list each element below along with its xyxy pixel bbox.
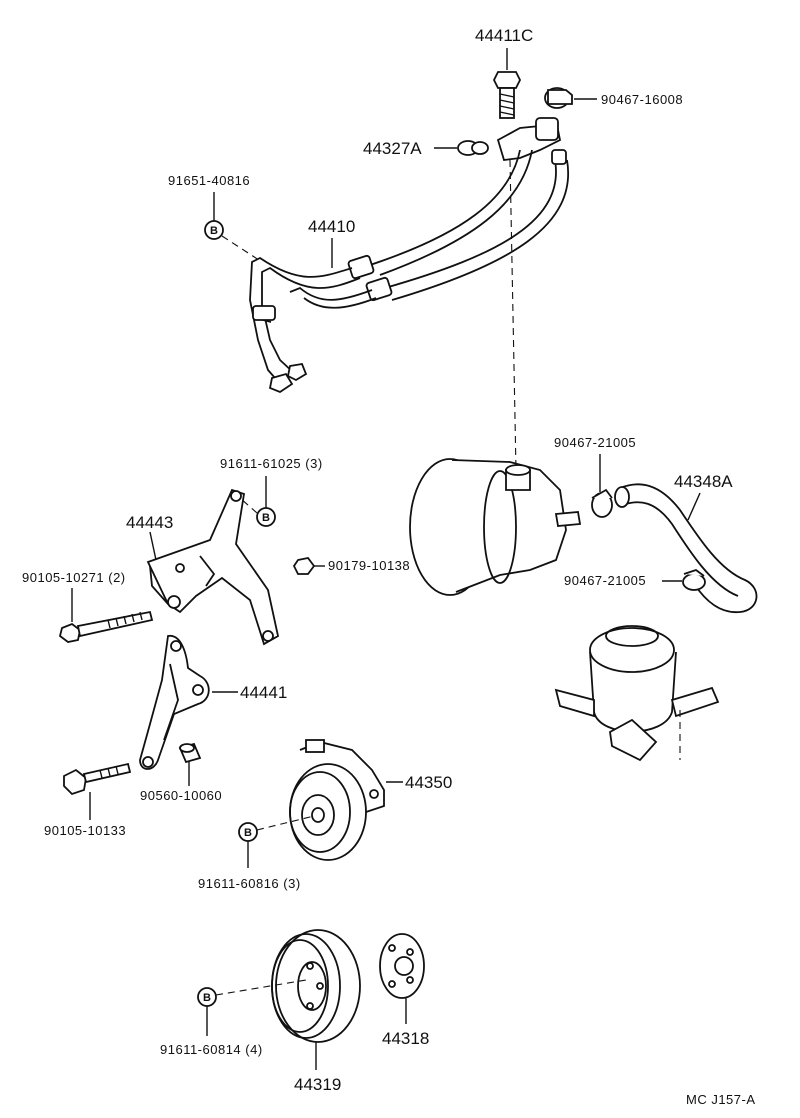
nut-90179-10138 bbox=[292, 557, 316, 575]
label-90467-21005-a: 90467-21005 bbox=[554, 435, 636, 450]
hose-clamp-90467-21005-a bbox=[591, 488, 613, 518]
svg-text:B: B bbox=[203, 992, 211, 1004]
label-44319: 44319 bbox=[294, 1075, 341, 1094]
svg-text:B: B bbox=[210, 225, 218, 237]
bolt-marker-b-2: B bbox=[256, 507, 276, 527]
label-90467-21005-b: 90467-21005 bbox=[564, 573, 646, 588]
pulley-44319 bbox=[271, 929, 361, 1043]
label-44318: 44318 bbox=[382, 1029, 429, 1048]
label-91611-61025: 91611-61025 (3) bbox=[220, 456, 323, 471]
label-90105-10271: 90105-10271 (2) bbox=[22, 570, 126, 585]
label-44441: 44441 bbox=[240, 683, 287, 702]
label-44410: 44410 bbox=[308, 217, 355, 236]
label-44350: 44350 bbox=[405, 773, 452, 792]
label-90467-16008: 90467-16008 bbox=[601, 92, 683, 107]
label-44327a: 44327A bbox=[363, 139, 422, 158]
reservoir-tank bbox=[554, 625, 720, 762]
bolt-90105-10271 bbox=[58, 610, 154, 643]
plate-44318 bbox=[379, 933, 425, 999]
label-90105-10133: 90105-10133 bbox=[44, 823, 126, 838]
hose-clamp-90467-21005-b bbox=[682, 568, 706, 591]
label-91611-60814: 91611-60814 (4) bbox=[160, 1042, 263, 1057]
union-bolt-44411c bbox=[492, 71, 522, 119]
label-91651-40816: 91651-40816 bbox=[168, 173, 250, 188]
svg-text:B: B bbox=[244, 827, 252, 839]
bolt-marker-b-1: B bbox=[204, 220, 224, 240]
diagram-code: MC J157-A bbox=[686, 1092, 756, 1107]
spacer-90560-10060 bbox=[178, 742, 202, 764]
label-44348a: 44348A bbox=[674, 472, 733, 491]
gasket-44327a bbox=[457, 140, 489, 156]
bolt-90105-10133 bbox=[63, 762, 132, 796]
bracket-44443 bbox=[146, 488, 280, 646]
power-steering-pump bbox=[409, 458, 582, 596]
idler-pulley-44350 bbox=[289, 739, 385, 861]
bolt-marker-b-3: B bbox=[238, 822, 258, 842]
bracket-44441 bbox=[139, 635, 210, 770]
label-44443: 44443 bbox=[126, 513, 173, 532]
return-hose-44348a bbox=[614, 483, 758, 613]
label-90179-10138: 90179-10138 bbox=[328, 558, 410, 573]
svg-text:B: B bbox=[262, 512, 270, 524]
label-91611-60816: 91611-60816 (3) bbox=[198, 876, 301, 891]
clamp-90467-16008 bbox=[544, 87, 573, 109]
bolt-marker-b-4: B bbox=[197, 987, 217, 1007]
tube-assembly-44410 bbox=[249, 117, 570, 394]
label-90560-10060: 90560-10060 bbox=[140, 788, 222, 803]
label-44411c: 44411C bbox=[475, 26, 533, 45]
